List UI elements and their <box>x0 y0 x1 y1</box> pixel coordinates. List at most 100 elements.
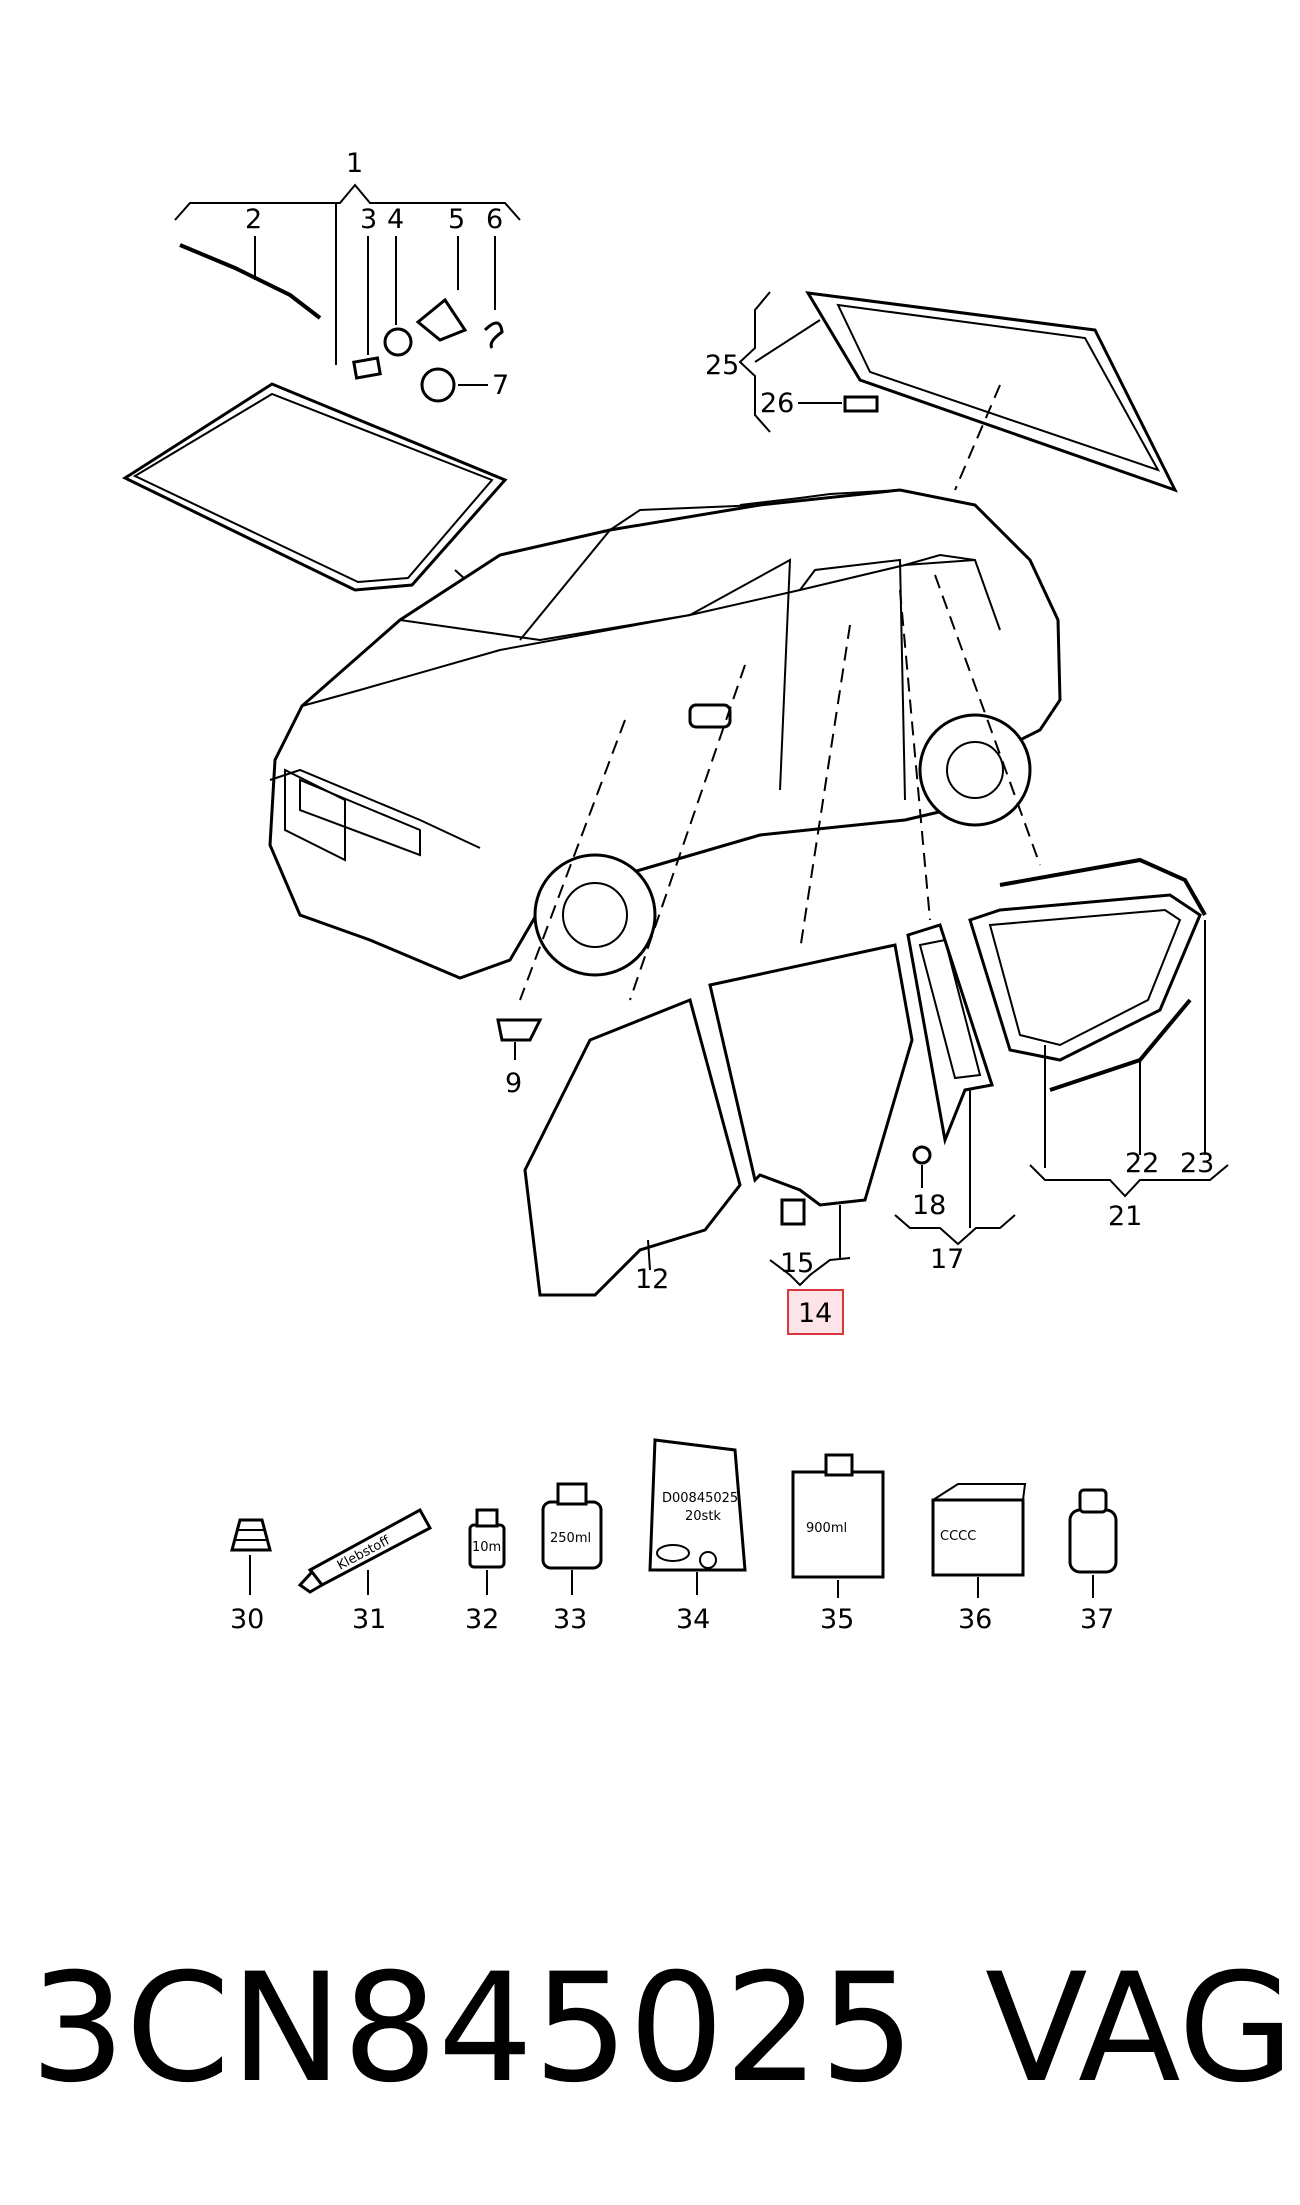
leader-17 <box>899 589 931 921</box>
rear-door-glass-14 <box>708 943 914 1207</box>
trim-strip-2 <box>179 243 322 320</box>
callout-14[interactable]: 14 <box>798 1298 832 1329</box>
sensor-4 <box>383 327 413 357</box>
mirror <box>688 703 732 729</box>
box-35-text: 900ml <box>806 1521 847 1536</box>
vehicle-grille <box>299 778 421 857</box>
accessories-row: 30 Klebstoff 31 10ml 32 250ml 33 D008450… <box>230 1438 1118 1635</box>
callout-21[interactable]: 21 <box>1108 1201 1142 1232</box>
callout-2[interactable]: 2 <box>245 204 262 235</box>
callout-36[interactable]: 36 <box>958 1604 992 1635</box>
bottle-32-text: 10ml <box>472 1540 505 1555</box>
leader-12-label <box>647 1239 651 1271</box>
bracket-14 <box>769 1257 851 1287</box>
windscreen <box>121 382 508 592</box>
callout-26[interactable]: 26 <box>760 388 794 419</box>
callout-33[interactable]: 33 <box>553 1604 587 1635</box>
leader-9 <box>519 719 626 1001</box>
trim-22 <box>1049 998 1192 1092</box>
callout-14-highlight <box>787 1289 844 1335</box>
bag-34-text-1: D00845025 <box>662 1491 738 1506</box>
bag-34-dot <box>699 1551 717 1569</box>
vehicle-quarter <box>904 553 1001 631</box>
front-wheel-hub <box>562 882 628 948</box>
guide-15 <box>780 1198 806 1226</box>
callout-7[interactable]: 7 <box>492 370 509 401</box>
vehicle-rear-door <box>799 558 906 801</box>
pad-3 <box>352 356 382 380</box>
bracket-21 <box>1029 1164 1229 1198</box>
front-door-glass-12 <box>523 997 742 1297</box>
callout-32[interactable]: 32 <box>465 1604 499 1635</box>
rear-wheel-hub <box>946 741 1004 799</box>
callout-9[interactable]: 9 <box>505 1068 522 1099</box>
bracket-1 <box>174 183 521 221</box>
rear-window-inner <box>836 303 1161 472</box>
callout-34[interactable]: 34 <box>676 1604 710 1635</box>
leader-rear-window <box>954 384 1001 491</box>
quarter-glass-21 <box>968 893 1202 1062</box>
tube-31-nozzle <box>297 1569 325 1594</box>
bracket-part-5 <box>415 297 468 342</box>
front-wheel <box>533 853 657 977</box>
callout-17[interactable]: 17 <box>930 1244 964 1275</box>
callout-12[interactable]: 12 <box>635 1264 669 1295</box>
callout-15[interactable]: 15 <box>780 1248 814 1279</box>
box-36-text: CCCC <box>940 1529 976 1544</box>
leader-12 <box>629 664 746 1001</box>
bag-34 <box>648 1438 747 1572</box>
callout-22[interactable]: 22 <box>1125 1148 1159 1179</box>
leader-25 <box>754 319 821 363</box>
vehicle-roof-front <box>609 504 761 531</box>
sensor-7 <box>420 367 456 403</box>
callout-4[interactable]: 4 <box>387 204 404 235</box>
bag-34-oval <box>656 1544 690 1562</box>
box-35-cap <box>824 1453 854 1477</box>
vehicle <box>268 488 1062 980</box>
callout-18[interactable]: 18 <box>912 1190 946 1221</box>
vent-glass-inner <box>918 938 982 1080</box>
trim-23 <box>999 857 1207 916</box>
leader-21 <box>934 574 1041 866</box>
clip-26 <box>843 395 879 413</box>
callout-23[interactable]: 23 <box>1180 1148 1214 1179</box>
can-33-text: 250ml <box>550 1531 591 1546</box>
bottle-32-cap <box>475 1508 499 1528</box>
vehicle-front-door <box>689 558 792 791</box>
rear-wheel <box>918 713 1032 827</box>
box-36-top <box>932 1483 1027 1501</box>
clip-6 <box>483 321 504 349</box>
callout-35[interactable]: 35 <box>820 1604 854 1635</box>
leader-14 <box>799 624 851 951</box>
bracket-17 <box>894 1214 1016 1246</box>
cone-30 <box>230 1518 272 1552</box>
vehicle-roof-rail <box>739 489 901 506</box>
rear-window <box>805 291 1178 493</box>
bracket-25 <box>738 291 771 433</box>
bottle-37 <box>1068 1508 1118 1574</box>
part-number: 3CN845025 <box>30 1942 915 2116</box>
vehicle-a-pillar <box>519 529 611 641</box>
bag-34-text-2: 20stk <box>685 1509 721 1524</box>
callout-37[interactable]: 37 <box>1080 1604 1114 1635</box>
brand-name: VAG <box>985 1942 1294 2116</box>
vehicle-body <box>268 488 1062 980</box>
windscreen-group: 1 2 3 4 5 6 7 <box>121 148 566 671</box>
box-36 <box>931 1498 1025 1577</box>
callout-6[interactable]: 6 <box>486 204 503 235</box>
callout-1[interactable]: 1 <box>346 148 363 179</box>
bottle-37-cap <box>1078 1488 1108 1514</box>
callout-5[interactable]: 5 <box>448 204 465 235</box>
callout-31[interactable]: 31 <box>352 1604 386 1635</box>
vehicle-hood-line <box>399 614 691 642</box>
cone-30-rings <box>236 1529 266 1541</box>
callout-30[interactable]: 30 <box>230 1604 264 1635</box>
screw-18 <box>912 1145 932 1165</box>
part-9 <box>496 1018 543 1042</box>
rear-window-group: 25 26 <box>705 291 1178 493</box>
can-33-cap <box>556 1482 588 1506</box>
windscreen-inner <box>132 392 494 584</box>
callout-25[interactable]: 25 <box>705 350 739 381</box>
callout-3[interactable]: 3 <box>360 204 377 235</box>
